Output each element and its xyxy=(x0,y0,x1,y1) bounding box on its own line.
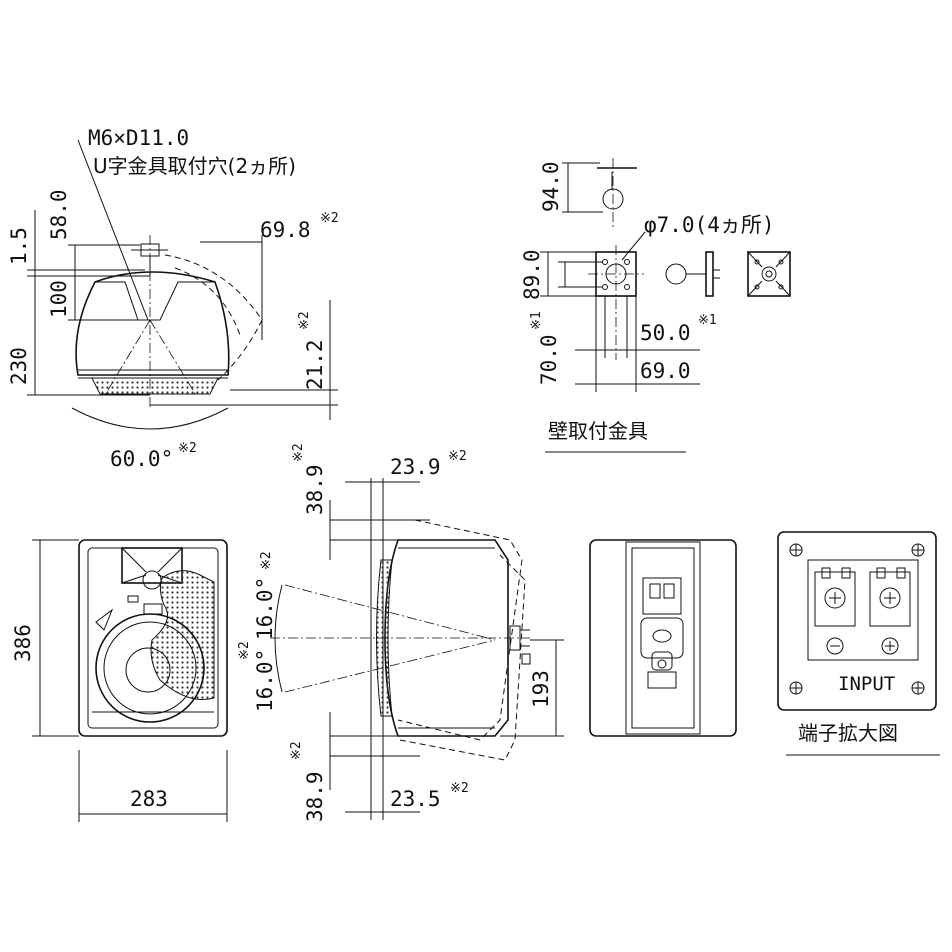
note-mark: ※2 xyxy=(297,311,312,330)
dim-69-8: 69.8 xyxy=(260,218,311,242)
dim-38-9-bottom: 38.9 xyxy=(303,771,327,822)
wall-bracket: 94.0 φ7.0(4ヵ所) 89.0 70.0 ※1 50.0 ※1 6 xyxy=(520,158,791,453)
dim-1-5: 1.5 xyxy=(7,227,31,265)
dim-230: 230 xyxy=(7,347,31,385)
dim-23-5: 23.5 xyxy=(390,787,441,811)
rear-view xyxy=(589,539,737,737)
note-mark-1: ※1 xyxy=(529,311,544,330)
bracket-caption: 壁取付金具 xyxy=(548,419,648,443)
dim-386: 386 xyxy=(11,624,35,662)
top-view: M6×D11.0 U字金具取付穴(2ヵ所) 1.5 230 58.0 xyxy=(7,126,339,471)
hole-note: U字金具取付穴(2ヵ所) xyxy=(93,154,296,178)
dim-21-2: 21.2 xyxy=(303,339,327,390)
note-mark: ※2 xyxy=(237,641,252,660)
terminal-label: INPUT xyxy=(838,673,895,695)
dim-58: 58.0 xyxy=(47,189,71,240)
note-mark: ※2 xyxy=(291,443,306,462)
note-mark: ※2 xyxy=(448,449,467,464)
dim-89: 89.0 xyxy=(520,249,544,300)
dim-69: 69.0 xyxy=(640,359,691,383)
dim-38-9-top: 38.9 xyxy=(303,464,327,515)
dim-70: 70.0 xyxy=(537,334,561,385)
note-mark: ※2 xyxy=(178,441,197,456)
front-view: 386 283 xyxy=(11,539,228,822)
note-mark: ※2 xyxy=(320,211,339,226)
terminal-caption: 端子拡大図 xyxy=(798,721,898,745)
dim-50: 50.0 xyxy=(640,321,691,345)
terminal-detail: INPUT 端子拡大図 xyxy=(777,531,940,756)
side-view: 16.0° ※2 16.0° ※2 38.9 ※2 23.9 ※2 193 38… xyxy=(237,443,564,822)
dim-60-deg: 60.0° xyxy=(110,447,173,471)
note-mark-1: ※1 xyxy=(698,313,717,328)
thread-note: M6×D11.0 xyxy=(88,126,189,150)
hole-note: φ7.0(4ヵ所) xyxy=(644,213,775,237)
note-mark: ※2 xyxy=(259,551,274,570)
dim-94: 94.0 xyxy=(539,161,563,212)
dim-23-9: 23.9 xyxy=(390,455,441,479)
dim-283: 283 xyxy=(130,787,168,811)
dim-16-upper: 16.0° xyxy=(253,577,277,640)
note-mark: ※2 xyxy=(289,741,304,760)
dim-193: 193 xyxy=(529,670,553,708)
note-mark: ※2 xyxy=(450,781,469,796)
dim-100: 100 xyxy=(47,280,71,318)
dim-16-lower: 16.0° xyxy=(253,649,277,712)
